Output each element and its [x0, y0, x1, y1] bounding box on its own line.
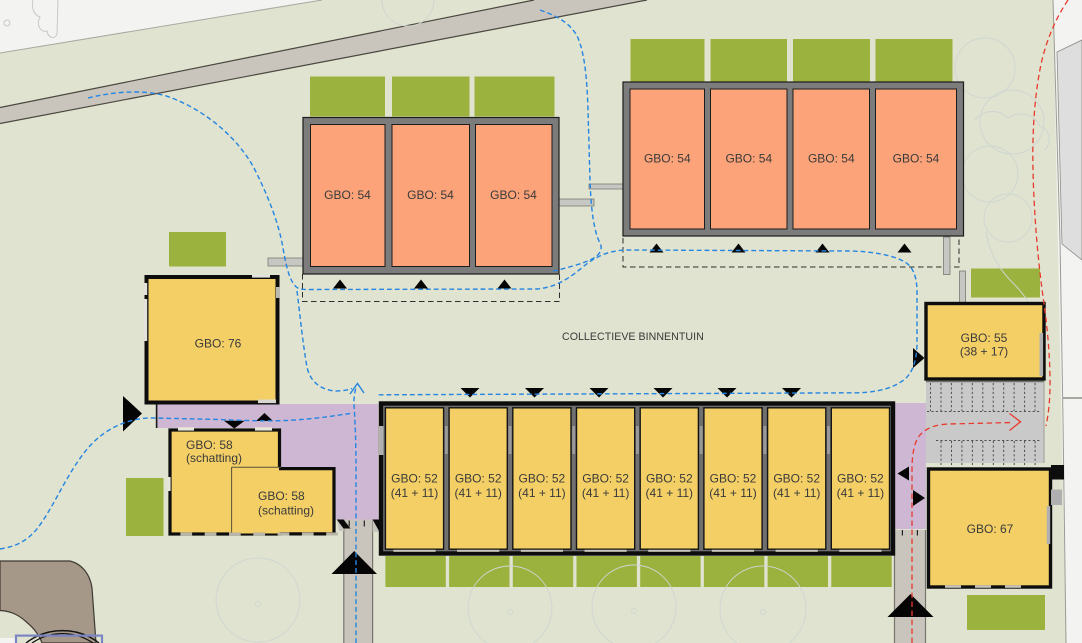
svg-text:(schatting): (schatting) [186, 451, 242, 465]
svg-text:GBO: 54: GBO: 54 [490, 188, 537, 202]
svg-text:GBO: 76: GBO: 76 [195, 337, 242, 351]
svg-text:GBO: 58: GBO: 58 [186, 438, 233, 452]
svg-text:(41 + 11): (41 + 11) [582, 486, 629, 500]
svg-text:GBO: 52: GBO: 52 [646, 471, 693, 485]
svg-text:GBO: 67: GBO: 67 [967, 522, 1014, 536]
svg-text:(41 + 11): (41 + 11) [773, 486, 820, 500]
svg-text:(41 + 11): (41 + 11) [709, 486, 756, 500]
svg-text:GBO: 52: GBO: 52 [710, 471, 757, 485]
svg-text:GBO: 54: GBO: 54 [407, 188, 454, 202]
svg-text:GBO: 52: GBO: 52 [519, 471, 566, 485]
svg-text:GBO: 54: GBO: 54 [644, 151, 691, 165]
svg-text:GBO: 54: GBO: 54 [893, 151, 940, 165]
svg-text:GBO: 52: GBO: 52 [773, 471, 820, 485]
svg-text:(41 + 11): (41 + 11) [646, 486, 693, 500]
svg-text:GBO: 52: GBO: 52 [455, 471, 502, 485]
svg-text:GBO: 52: GBO: 52 [391, 471, 438, 485]
svg-text:(41 + 11): (41 + 11) [391, 486, 438, 500]
svg-text:COLLECTIEVE BINNENTUIN: COLLECTIEVE BINNENTUIN [562, 331, 704, 343]
svg-text:GBO: 52: GBO: 52 [837, 471, 884, 485]
svg-text:GBO: 54: GBO: 54 [725, 151, 772, 165]
svg-text:GBO: 58: GBO: 58 [258, 489, 305, 503]
svg-text:GBO: 54: GBO: 54 [808, 151, 855, 165]
svg-text:(41 + 11): (41 + 11) [837, 486, 884, 500]
svg-text:GBO: 52: GBO: 52 [582, 471, 629, 485]
svg-text:(41 + 11): (41 + 11) [454, 486, 501, 500]
svg-text:(41 + 11): (41 + 11) [518, 486, 565, 500]
svg-text:(schatting): (schatting) [258, 503, 314, 517]
svg-text:(38 + 17): (38 + 17) [960, 345, 1008, 359]
svg-text:GBO: 55: GBO: 55 [961, 331, 1008, 345]
svg-text:GBO: 54: GBO: 54 [324, 188, 371, 202]
